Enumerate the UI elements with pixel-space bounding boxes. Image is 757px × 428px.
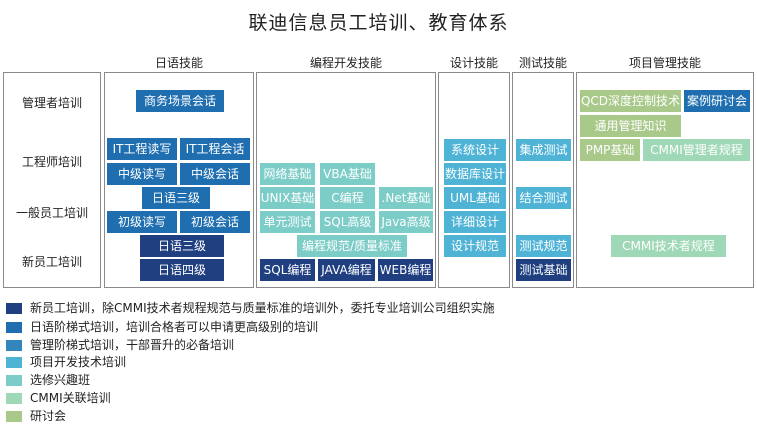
row-label-general: 一般员工培训 (15, 206, 88, 220)
box-case-seminar: 案例研讨会 (684, 90, 750, 112)
box-it-speaking: IT工程会话 (180, 138, 250, 160)
box-it-reading: IT工程读写 (107, 138, 177, 160)
box-basic-reading: 初级读写 (107, 211, 177, 233)
legend-swatch (6, 340, 22, 351)
legend-text: 管理阶梯式培训，干部晋升的必备培训 (30, 338, 235, 352)
legend-swatch (6, 303, 22, 314)
legend-item: 项目开发技术培训 (6, 355, 126, 370)
box-cmmi-technician: CMMI技术者规程 (611, 235, 726, 257)
column-heading-japanese: 日语技能 (154, 56, 203, 70)
legend-item: CMMI关联培训 (6, 391, 111, 406)
legend-item: 选修兴趣班 (6, 373, 90, 388)
box-sql-prog: SQL编程 (260, 259, 315, 281)
box-java-adv: Java高级 (379, 211, 433, 233)
legend-text: CMMI关联培训 (30, 391, 111, 405)
column-heading-testing: 测试技能 (518, 56, 567, 70)
box-db-design: 数据库设计 (444, 163, 506, 185)
box-test-standard: 测试规范 (516, 235, 571, 257)
box-integration-test: 集成测试 (516, 139, 571, 161)
box-general-mgmt: 通用管理知识 (580, 115, 681, 137)
legend-swatch (6, 322, 22, 333)
legend-item: 管理阶梯式培训，干部晋升的必备培训 (6, 338, 234, 353)
column-heading-design: 设计技能 (449, 56, 498, 70)
box-unit-test: 单元测试 (260, 211, 315, 233)
legend-text: 选修兴趣班 (30, 373, 91, 387)
row-label-manager: 管理者培训 (21, 96, 82, 110)
box-uml: UML基础 (444, 187, 506, 209)
column-heading-programming: 编程开发技能 (309, 56, 382, 70)
box-qcd: QCD深度控制技术 (580, 90, 681, 112)
box-combined-test: 结合测试 (516, 187, 571, 209)
legend-swatch (6, 375, 22, 386)
row-label-newhire: 新员工培训 (21, 255, 82, 269)
box-pmp: PMP基础 (580, 139, 640, 161)
column-heading-pm: 项目管理技能 (628, 56, 701, 70)
legend-text: 研讨会 (30, 409, 67, 423)
box-mid-speaking: 中级会话 (180, 163, 250, 185)
legend-swatch (6, 411, 22, 422)
box-system-design: 系统设计 (444, 139, 506, 161)
box-coding-standard: 编程规范/质量标准 (297, 235, 407, 257)
box-java-prog: JAVA编程 (318, 259, 375, 281)
box-unix: UNIX基础 (260, 187, 315, 209)
box-basic-speaking: 初级会话 (180, 211, 250, 233)
row-label-engineer: 工程师培训 (21, 155, 82, 169)
legend-text: 新员工培训，除CMMI技术者规程规范与质量标准的培训外，委托专业培训公司组织实施 (30, 301, 495, 315)
diagram-title: 联迪信息员工培训、教育体系 (248, 12, 509, 34)
box-design-standard: 设计规范 (444, 235, 506, 257)
box-jp-level3-a: 日语三级 (142, 187, 210, 209)
box-test-basic: 测试基础 (516, 259, 571, 281)
box-business-meeting: 商务场景会话 (136, 90, 224, 112)
box-cmmi-manager: CMMI管理者规程 (643, 139, 750, 161)
box-dotnet: .Net基础 (379, 187, 433, 209)
box-web-prog: WEB编程 (378, 259, 433, 281)
legend-text: 日语阶梯式培训，培训合格者可以申请更高级别的培训 (30, 320, 319, 334)
row-labels-frame (3, 72, 101, 288)
box-c-prog: C编程 (320, 187, 375, 209)
legend-item: 日语阶梯式培训，培训合格者可以申请更高级别的培训 (6, 320, 318, 335)
box-detail-design: 详细设计 (444, 211, 506, 233)
legend-swatch (6, 393, 22, 404)
legend-swatch (6, 357, 22, 368)
box-network: 网络基础 (260, 163, 315, 185)
legend-item: 新员工培训，除CMMI技术者规程规范与质量标准的培训外，委托专业培训公司组织实施 (6, 301, 495, 316)
legend-text: 项目开发技术培训 (30, 355, 127, 369)
box-sql-adv: SQL高级 (320, 211, 375, 233)
box-mid-reading: 中级读写 (107, 163, 177, 185)
box-jp-level3-b: 日语三级 (140, 235, 224, 257)
box-vba: VBA基础 (320, 163, 375, 185)
box-jp-level4: 日语四级 (140, 259, 224, 281)
legend-item: 研讨会 (6, 409, 66, 424)
